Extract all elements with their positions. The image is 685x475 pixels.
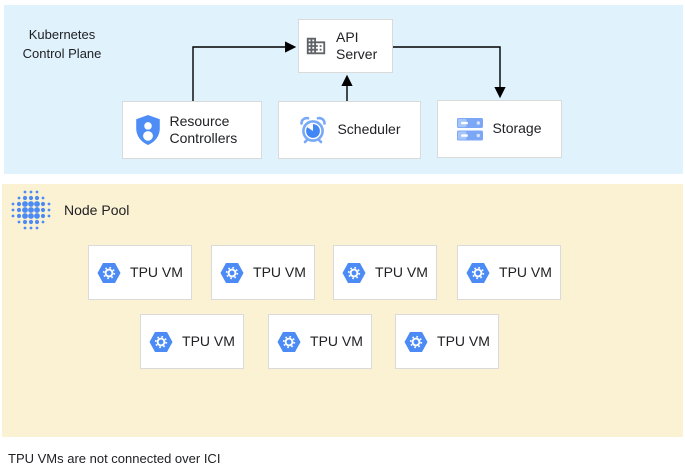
shield-person-icon (135, 115, 160, 145)
tpu-vm-label: TPU VM (182, 332, 235, 349)
api-server-label: API Server (336, 28, 378, 63)
resource-controllers-node: Resource Controllers (122, 101, 262, 159)
storage-node: Storage (437, 100, 562, 158)
tpu-vm-label: TPU VM (437, 332, 490, 349)
tpu-hexagon-gear-icon (466, 262, 490, 283)
tpu-vm-node: TPU VM (140, 314, 244, 369)
building-icon (306, 37, 326, 55)
tpu-vm-node: TPU VM (333, 245, 437, 300)
alarm-clock-icon (300, 116, 327, 144)
scheduler-label: Scheduler (337, 121, 401, 138)
scheduler-node: Scheduler (278, 101, 421, 159)
tpu-hexagon-gear-icon (97, 262, 121, 283)
tpu-vm-label: TPU VM (253, 263, 306, 280)
resource-controllers-label: Resource Controllers (169, 112, 238, 147)
caption-text: TPU VMs are not connected over ICI (8, 451, 221, 466)
tpu-vm-node: TPU VM (395, 314, 499, 369)
tpu-hexagon-gear-icon (220, 262, 244, 283)
api-server-node: API Server (298, 19, 393, 73)
disk-stack-icon (457, 117, 484, 140)
tpu-vm-label: TPU VM (310, 332, 363, 349)
tpu-hexagon-gear-icon (277, 331, 301, 352)
tpu-hexagon-gear-icon (404, 331, 428, 352)
tpu-vm-label: TPU VM (499, 263, 552, 280)
storage-label: Storage (492, 120, 542, 137)
node-pool-header: Node Pool (10, 189, 129, 231)
tpu-vm-node: TPU VM (211, 245, 315, 300)
tpu-vm-node: TPU VM (88, 245, 192, 300)
dotted-circle-icon (11, 190, 51, 230)
tpu-hexagon-gear-icon (149, 331, 173, 352)
tpu-vm-label: TPU VM (375, 263, 428, 280)
control-plane-label: Kubernetes Control Plane (22, 27, 102, 61)
node-pool-label: Node Pool (64, 201, 130, 218)
tpu-hexagon-gear-icon (342, 262, 366, 283)
node-pool-region (2, 184, 683, 437)
tpu-vm-label: TPU VM (130, 263, 183, 280)
tpu-vm-node: TPU VM (268, 314, 372, 369)
tpu-vm-node: TPU VM (457, 245, 561, 300)
